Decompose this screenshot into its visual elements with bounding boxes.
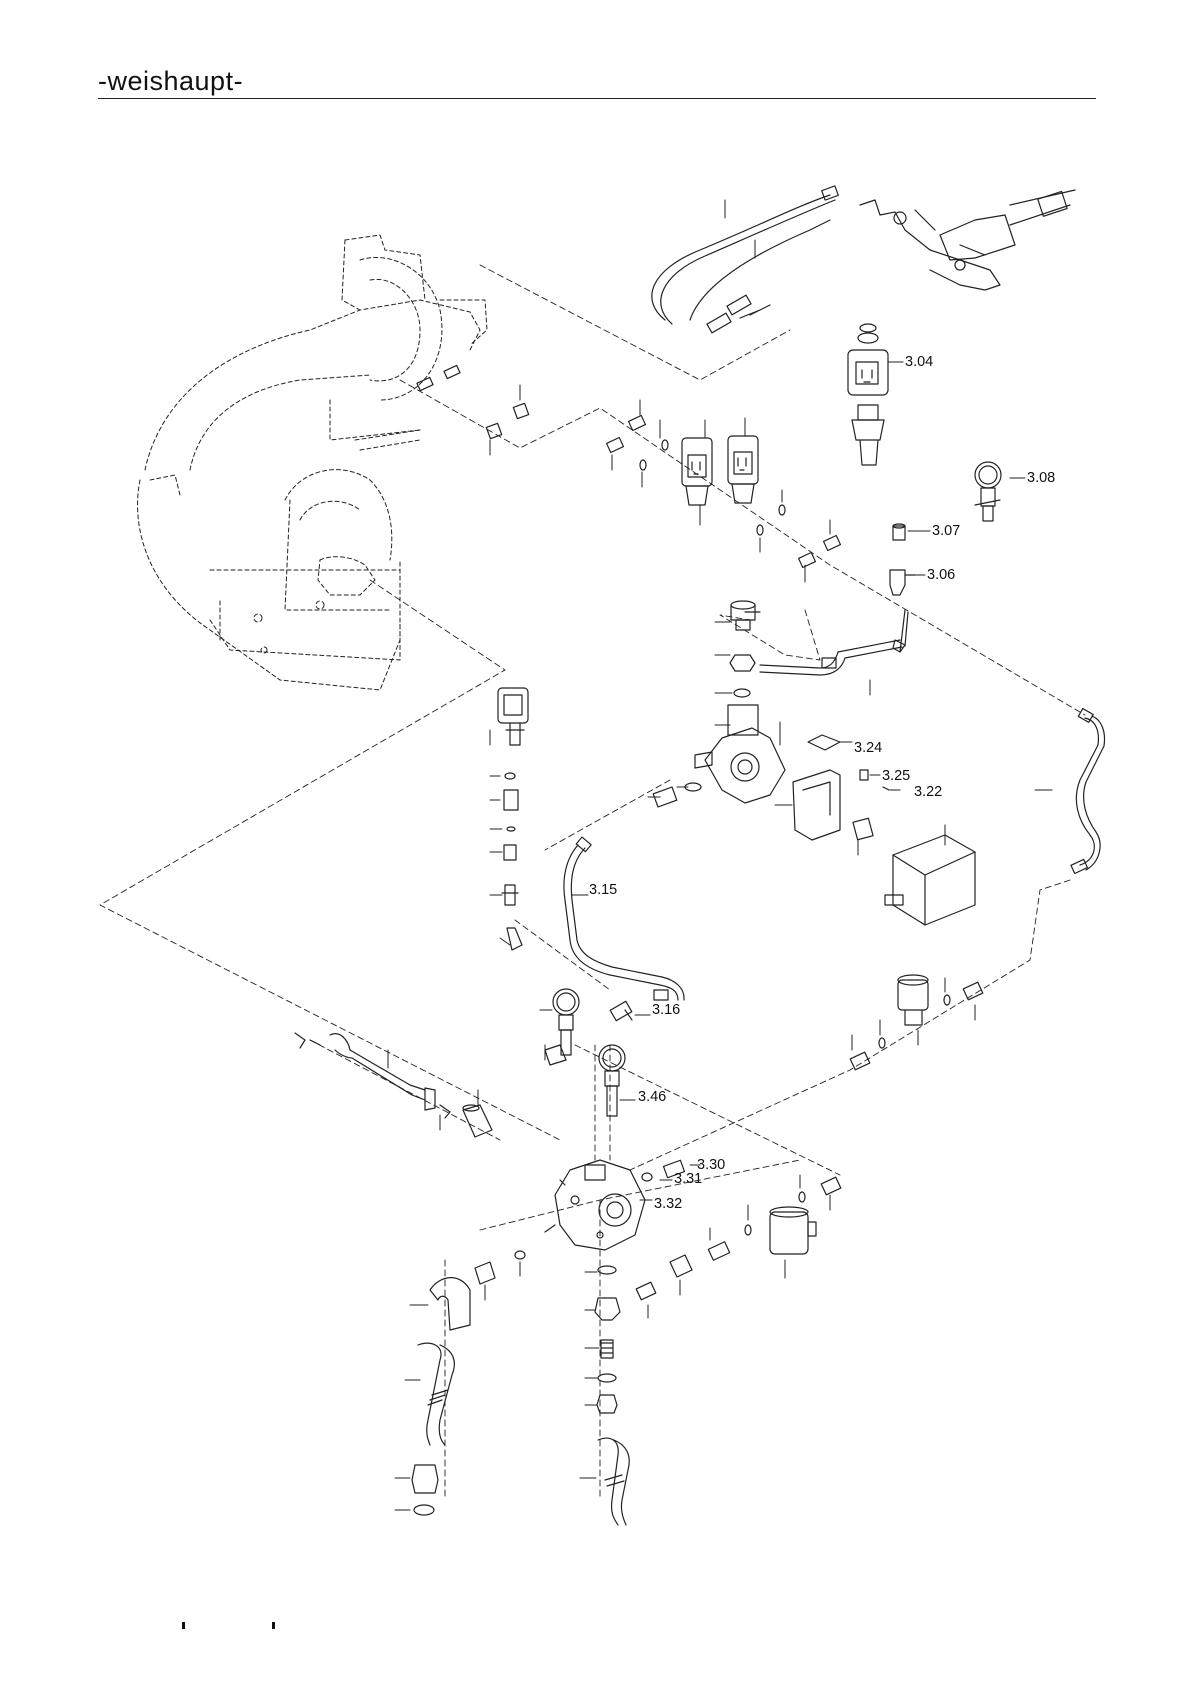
part-label-3-07: 3.07: [932, 524, 960, 539]
oil-distribution-block: [695, 705, 785, 803]
pressure-gauge-3-46: [599, 1045, 625, 1116]
leader-lines-block: [648, 622, 732, 797]
part-label-3-08: 3.08: [1027, 471, 1055, 486]
ignition-cables: [652, 186, 838, 333]
suction-fittings-stack: [595, 1266, 620, 1413]
o-ring-3-31: [642, 1173, 652, 1181]
solenoid-valve-left: [682, 438, 712, 505]
return-elbow: [430, 1278, 470, 1330]
return-hose-nipple: [412, 1465, 438, 1493]
burner-housing-outline: [138, 235, 487, 690]
threaded-connector: [853, 818, 873, 840]
leader-lines-lower-right: [852, 978, 975, 1050]
o-ring-return: [515, 1251, 525, 1259]
small-nipples-row: [417, 365, 840, 567]
oil-pipe-3-15: [564, 837, 684, 1000]
solenoid-valve-lower-right: [898, 975, 928, 1025]
part-label-3-06: 3.06: [927, 568, 955, 583]
return-hose: [418, 1343, 454, 1445]
footer-mark-right: [272, 1622, 275, 1629]
return-nipple: [475, 1262, 495, 1284]
part-label-3-16: 3.16: [652, 1003, 680, 1018]
fittings-lower-right: [850, 982, 983, 1070]
solenoid-valve-right: [728, 436, 758, 503]
solenoid-coil-3-04: [848, 324, 888, 465]
part-label-3-31: 3.31: [674, 1172, 702, 1187]
footer-mark-left: [182, 1622, 185, 1629]
clip-3-25: [860, 770, 868, 780]
part-label-3-25: 3.25: [882, 769, 910, 784]
suction-hose: [598, 1438, 629, 1525]
ignition-transformer: [885, 835, 975, 925]
coupling-sleeve: [463, 1105, 492, 1137]
part-label-3-22: 3.22: [914, 785, 942, 800]
fitting-3-16: [610, 1001, 632, 1020]
return-seal-ring: [414, 1505, 434, 1515]
cover-plate-3-24: [808, 735, 840, 750]
part-label-3-04: 3.04: [905, 355, 933, 370]
pressure-gauge-left: [545, 989, 579, 1065]
fitting-3-07: [893, 524, 905, 540]
screw-3-22: [883, 787, 889, 790]
nozzle-valve-top: [731, 601, 760, 630]
leader-lines-suction: [585, 1272, 599, 1405]
tee-fitting-3-06: [890, 570, 915, 595]
mounting-bracket: [793, 770, 840, 840]
coupling-shaft: [295, 1033, 435, 1110]
solenoid-coil-lower: [770, 1207, 816, 1254]
solenoid-valve-stack: [498, 688, 528, 950]
ignition-electrode-assembly: [860, 190, 1075, 290]
nut-fitting: [730, 655, 755, 697]
part-label-3-24: 3.24: [854, 741, 882, 756]
part-label-3-46: 3.46: [638, 1090, 666, 1105]
pressure-gauge-3-08: [975, 462, 1001, 521]
part-label-3-15: 3.15: [589, 883, 617, 898]
part-label-3-32: 3.32: [654, 1197, 682, 1212]
nozzle-line-pipe: [760, 610, 908, 675]
leader-lines-stack: [490, 730, 510, 945]
leader-lines-top: [490, 385, 830, 582]
oil-pipe-right: [1071, 709, 1105, 874]
oil-pump-3-32: [545, 1160, 645, 1250]
